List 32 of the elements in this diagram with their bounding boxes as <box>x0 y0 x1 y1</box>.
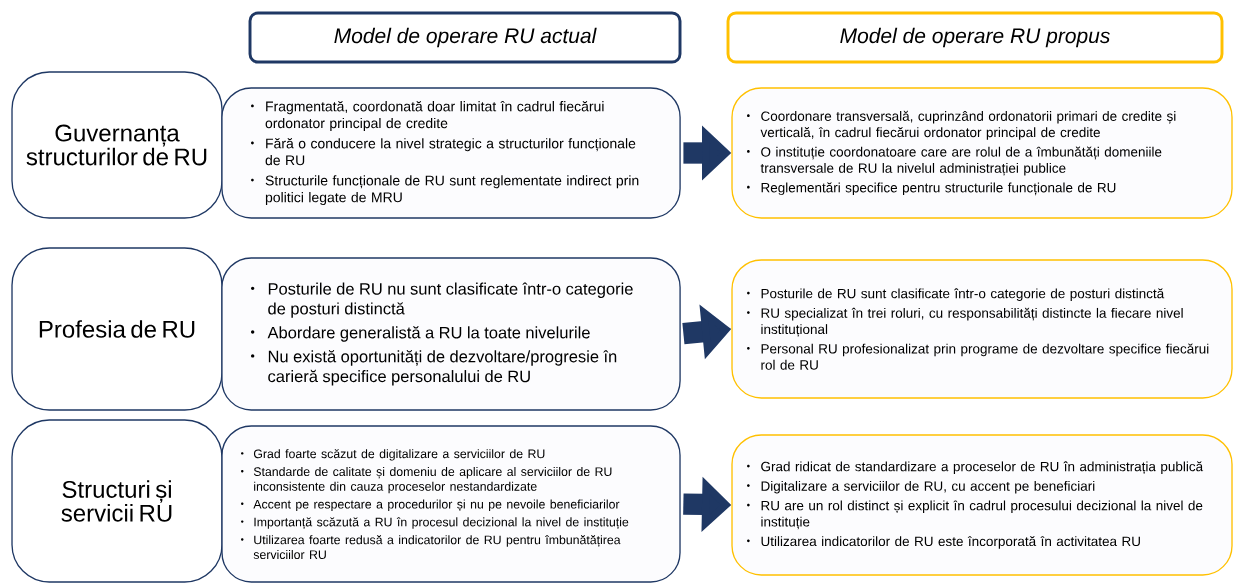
bullet-item: Abordare generalistă a RU la toate nivelurile <box>251 326 590 342</box>
proposed-state-box <box>731 259 1233 399</box>
bullet-item: RU specializat în trei roluri, cu responsabilități distincte la fiecare nivel instituțional <box>747 307 1183 337</box>
bullet-item: Grad ridicat de standardizare a proceselor de RU în administrația publică <box>747 461 1204 475</box>
bullet-item: Accent pe respectare a procedurilor și nu pe nevoile beneficiarilor <box>241 499 620 512</box>
row-label-box: Structuri și servicii RU <box>11 419 223 583</box>
row-label-box: Profesia de RU <box>11 247 223 411</box>
bullet-item: O instituție coordonatoare care are rolul de a îmbunătăți domeniile transversale de RU la nivelul administrației publice <box>747 146 1162 176</box>
bullet-item: Posturile de RU sunt clasificate într-o categorie de posturi distinctă <box>747 288 1165 301</box>
bullet-item: Standarde de calitate și domeniu de aplicare al serviciilor de RU inconsistente din cauza proceselor nestandardizate <box>241 466 612 494</box>
bullet-item: Grad foarte scăzut de digitalizare a serviciilor de RU <box>241 449 545 461</box>
bullet-item: RU are un rol distinct și explicit în cadrul procesului decizional la nivel de instituție <box>747 500 1203 530</box>
bullet-item: Personal RU profesionalizat prin programe de dezvoltare specifice fiecărui rol de RU <box>747 343 1209 370</box>
bullet-item: Importanță scăzută a RU în procesul decizional la nivel de instituție <box>241 517 629 529</box>
bullet-item: Utilizarea foarte redusă a indicatorilor de RU pentru îmbunătățirea serviciilor RU <box>241 535 621 559</box>
column-header: Model de operare RU actual <box>248 11 682 64</box>
column-header: Model de operare RU propus <box>726 11 1224 64</box>
bullet-item: Digitalizare a serviciilor de RU, cu accent pe beneficiari <box>747 480 1095 494</box>
proposed-state-box <box>731 434 1233 576</box>
bullet-item: Posturile de RU nu sunt clasificate într-o categorie de posturi distinctă <box>251 282 633 318</box>
current-state-box <box>221 425 681 583</box>
bullet-item: Structurile funcționale de RU sunt reglementate indirect prin politici legate de MRU <box>251 175 639 206</box>
current-state-box <box>221 87 681 219</box>
bullet-item: Fără o conducere la nivel strategic a structurilor funcționale de RU <box>251 138 636 166</box>
row-label-box: Guvernanța structurilor de RU <box>11 71 223 219</box>
bullet-item: Reglementări specifice pentru structurile funcționale de RU <box>747 182 1116 196</box>
bullet-item: Utilizarea indicatorilor de RU este încorporată în activitatea RU <box>747 536 1140 549</box>
bullet-item: Fragmentată, coordonată doar limitat în cadrul fiecărui ordonator principal de credite <box>251 100 604 131</box>
current-state-box <box>221 257 681 411</box>
proposed-state-box <box>731 87 1233 219</box>
bullet-item: Nu există oportunități de dezvoltare/progresie în carieră specifice personalului de RU <box>251 350 617 386</box>
bullet-item: Coordonare transversală, cuprinzând ordonatorii primari de credite și verticală, în cadrul fiecărui ordonator principal de credite <box>747 110 1176 140</box>
